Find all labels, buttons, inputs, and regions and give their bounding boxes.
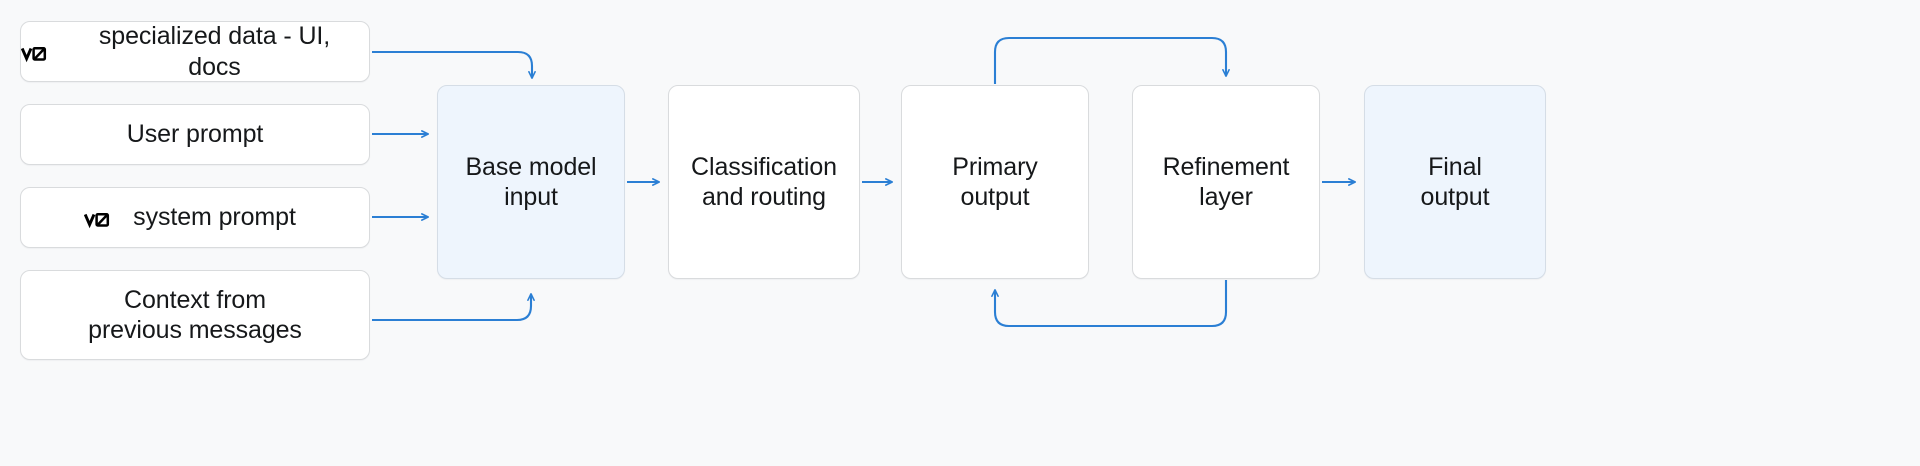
node-label: Classification and routing — [691, 152, 837, 212]
edge-refinement-layer-to-primary-output-bottom — [991, 280, 1228, 328]
node-label: Final output — [1420, 152, 1490, 212]
node-label: Primary output — [952, 152, 1038, 212]
node-content: Base model input — [455, 152, 606, 213]
edge-primary-output-to-refinement-layer-top — [993, 36, 1230, 84]
node-label: User prompt — [126, 120, 264, 149]
edge-context-to-base-model-input — [372, 292, 535, 322]
node-content: User prompt — [117, 119, 273, 150]
node-label: specialized data - UI, docs — [98, 22, 331, 81]
node-content: Final output — [1411, 152, 1500, 213]
node-content: specialized data - UI, docs — [20, 21, 369, 82]
v0-logo-icon — [84, 208, 114, 230]
node-content: Classification and routing — [681, 152, 847, 213]
v0-logo-icon — [20, 42, 51, 64]
node-content: Context from previous messages — [78, 285, 312, 346]
node-content: Refinement layer — [1153, 152, 1300, 213]
node-label: Context from previous messages — [88, 285, 302, 345]
node-content: system prompt — [84, 202, 306, 233]
node-label: Base model input — [465, 152, 597, 212]
edge-specialized-data-to-base-model-input — [372, 50, 536, 80]
node-content: Primary output — [942, 152, 1047, 213]
node-base-model-input[interactable]: Base model input — [437, 85, 625, 279]
node-primary-output[interactable]: Primary output — [901, 85, 1089, 279]
node-label: Refinement layer — [1162, 152, 1290, 212]
node-context-previous-messages[interactable]: Context from previous messages — [20, 270, 370, 360]
node-label: system prompt — [133, 203, 296, 232]
node-classification-and-routing[interactable]: Classification and routing — [668, 85, 860, 279]
node-refinement-layer[interactable]: Refinement layer — [1132, 85, 1320, 279]
node-specialized-data[interactable]: specialized data - UI, docs — [20, 21, 370, 82]
node-system-prompt[interactable]: system prompt — [20, 187, 370, 248]
node-user-prompt[interactable]: User prompt — [20, 104, 370, 165]
node-final-output[interactable]: Final output — [1364, 85, 1546, 279]
